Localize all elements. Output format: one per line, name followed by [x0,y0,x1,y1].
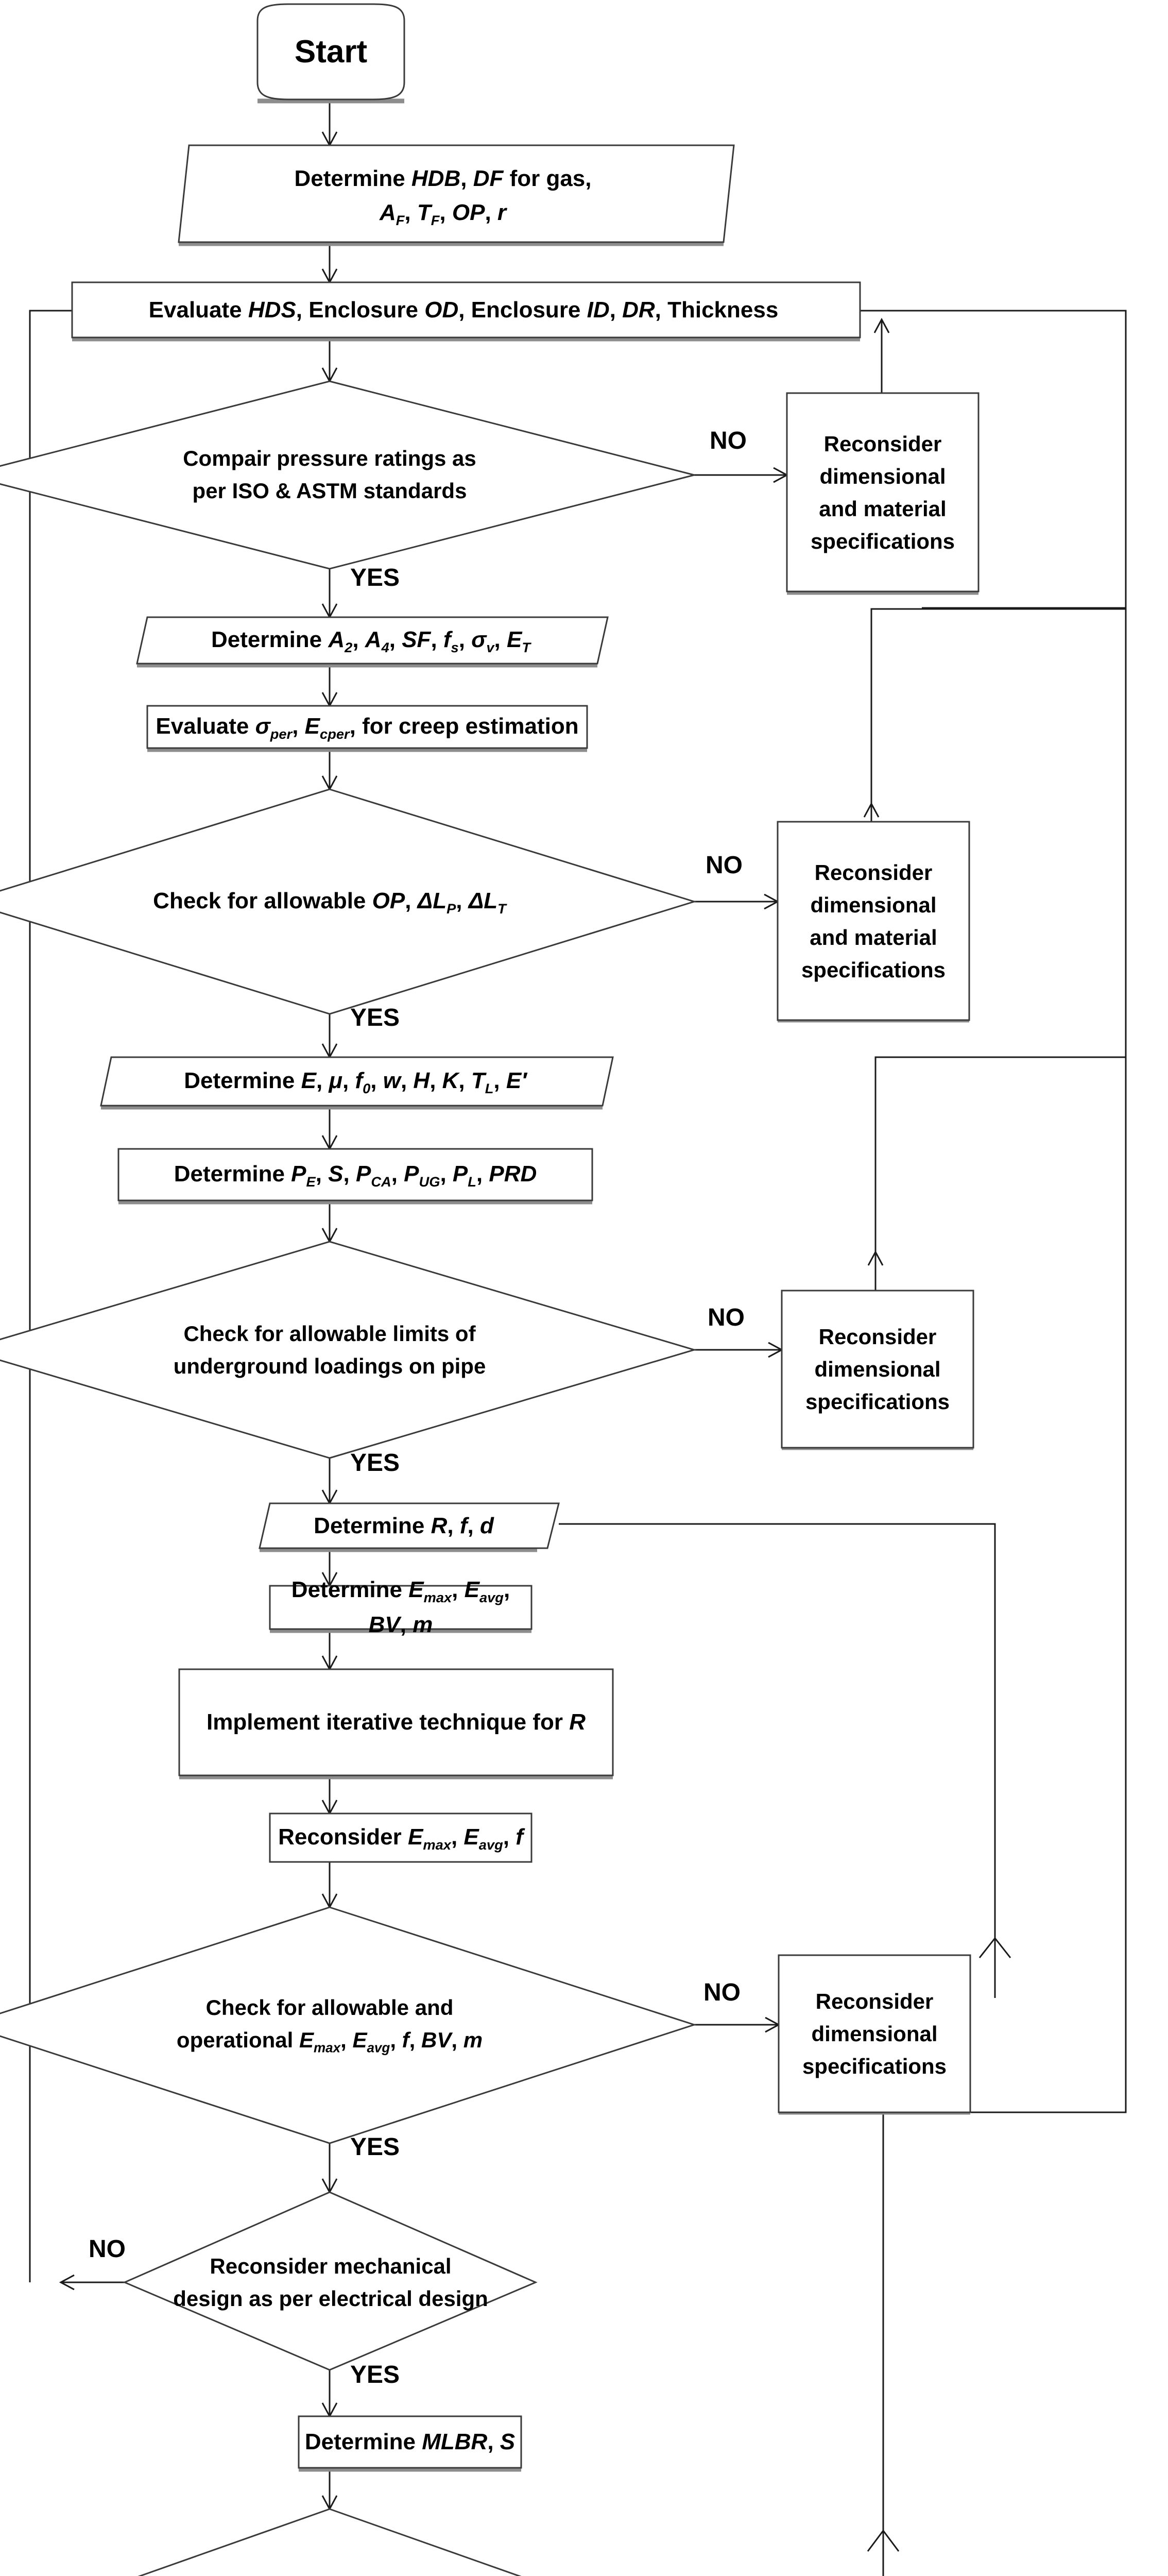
edge-rfd-branch [559,1523,996,1998]
edge-label-yes-4: YES [350,2133,400,2161]
edge-label-yes-3: YES [350,1449,400,1477]
node-recon-2[interactable] [777,821,970,1021]
edge-label-yes-1: YES [350,564,400,591]
node-start[interactable] [256,3,405,100]
edge-label-yes-5: YES [350,2361,400,2388]
node-reconsider-emax[interactable] [269,1812,533,1863]
node-determine-rfd[interactable] [259,1502,560,1549]
node-determine-mlbr[interactable] [298,2415,522,2469]
edge-label-yes-2: YES [350,1004,400,1031]
edge-label-no-1: NO [710,427,747,454]
edge-recon2-rail [870,608,1126,876]
node-final-compare[interactable] [0,2508,694,2576]
node-check-underground[interactable] [0,1241,697,1459]
edge-label-no-5: NO [89,2235,126,2263]
edge-label-no-3: NO [708,1304,745,1331]
arrowhead-recon5-in [867,2529,900,2552]
node-recon-3[interactable] [781,1290,974,1449]
node-evaluate-creep[interactable] [146,705,588,749]
node-compare-pressure[interactable] [0,380,695,570]
node-determine-emax[interactable] [269,1585,533,1630]
node-evaluate-hds[interactable] [71,281,861,338]
node-reconsider-mechanical[interactable] [123,2191,538,2371]
node-recon-1[interactable] [786,392,980,592]
node-determine-inputs[interactable] [178,144,735,243]
node-recon-4[interactable] [778,1954,971,2113]
node-determine-a2[interactable] [136,616,609,665]
edge-left-return-rail [29,310,72,2282]
node-check-allowable[interactable] [0,1906,697,2144]
edge-label-no-2: NO [706,852,743,879]
node-determine-pe[interactable] [117,1148,593,1201]
node-determine-e[interactable] [100,1056,614,1107]
node-check-op[interactable] [0,788,697,1015]
node-iterative[interactable] [178,1668,614,1776]
edge-label-no-4: NO [703,1979,741,2006]
edge-recon3-rail [874,1056,1126,1323]
